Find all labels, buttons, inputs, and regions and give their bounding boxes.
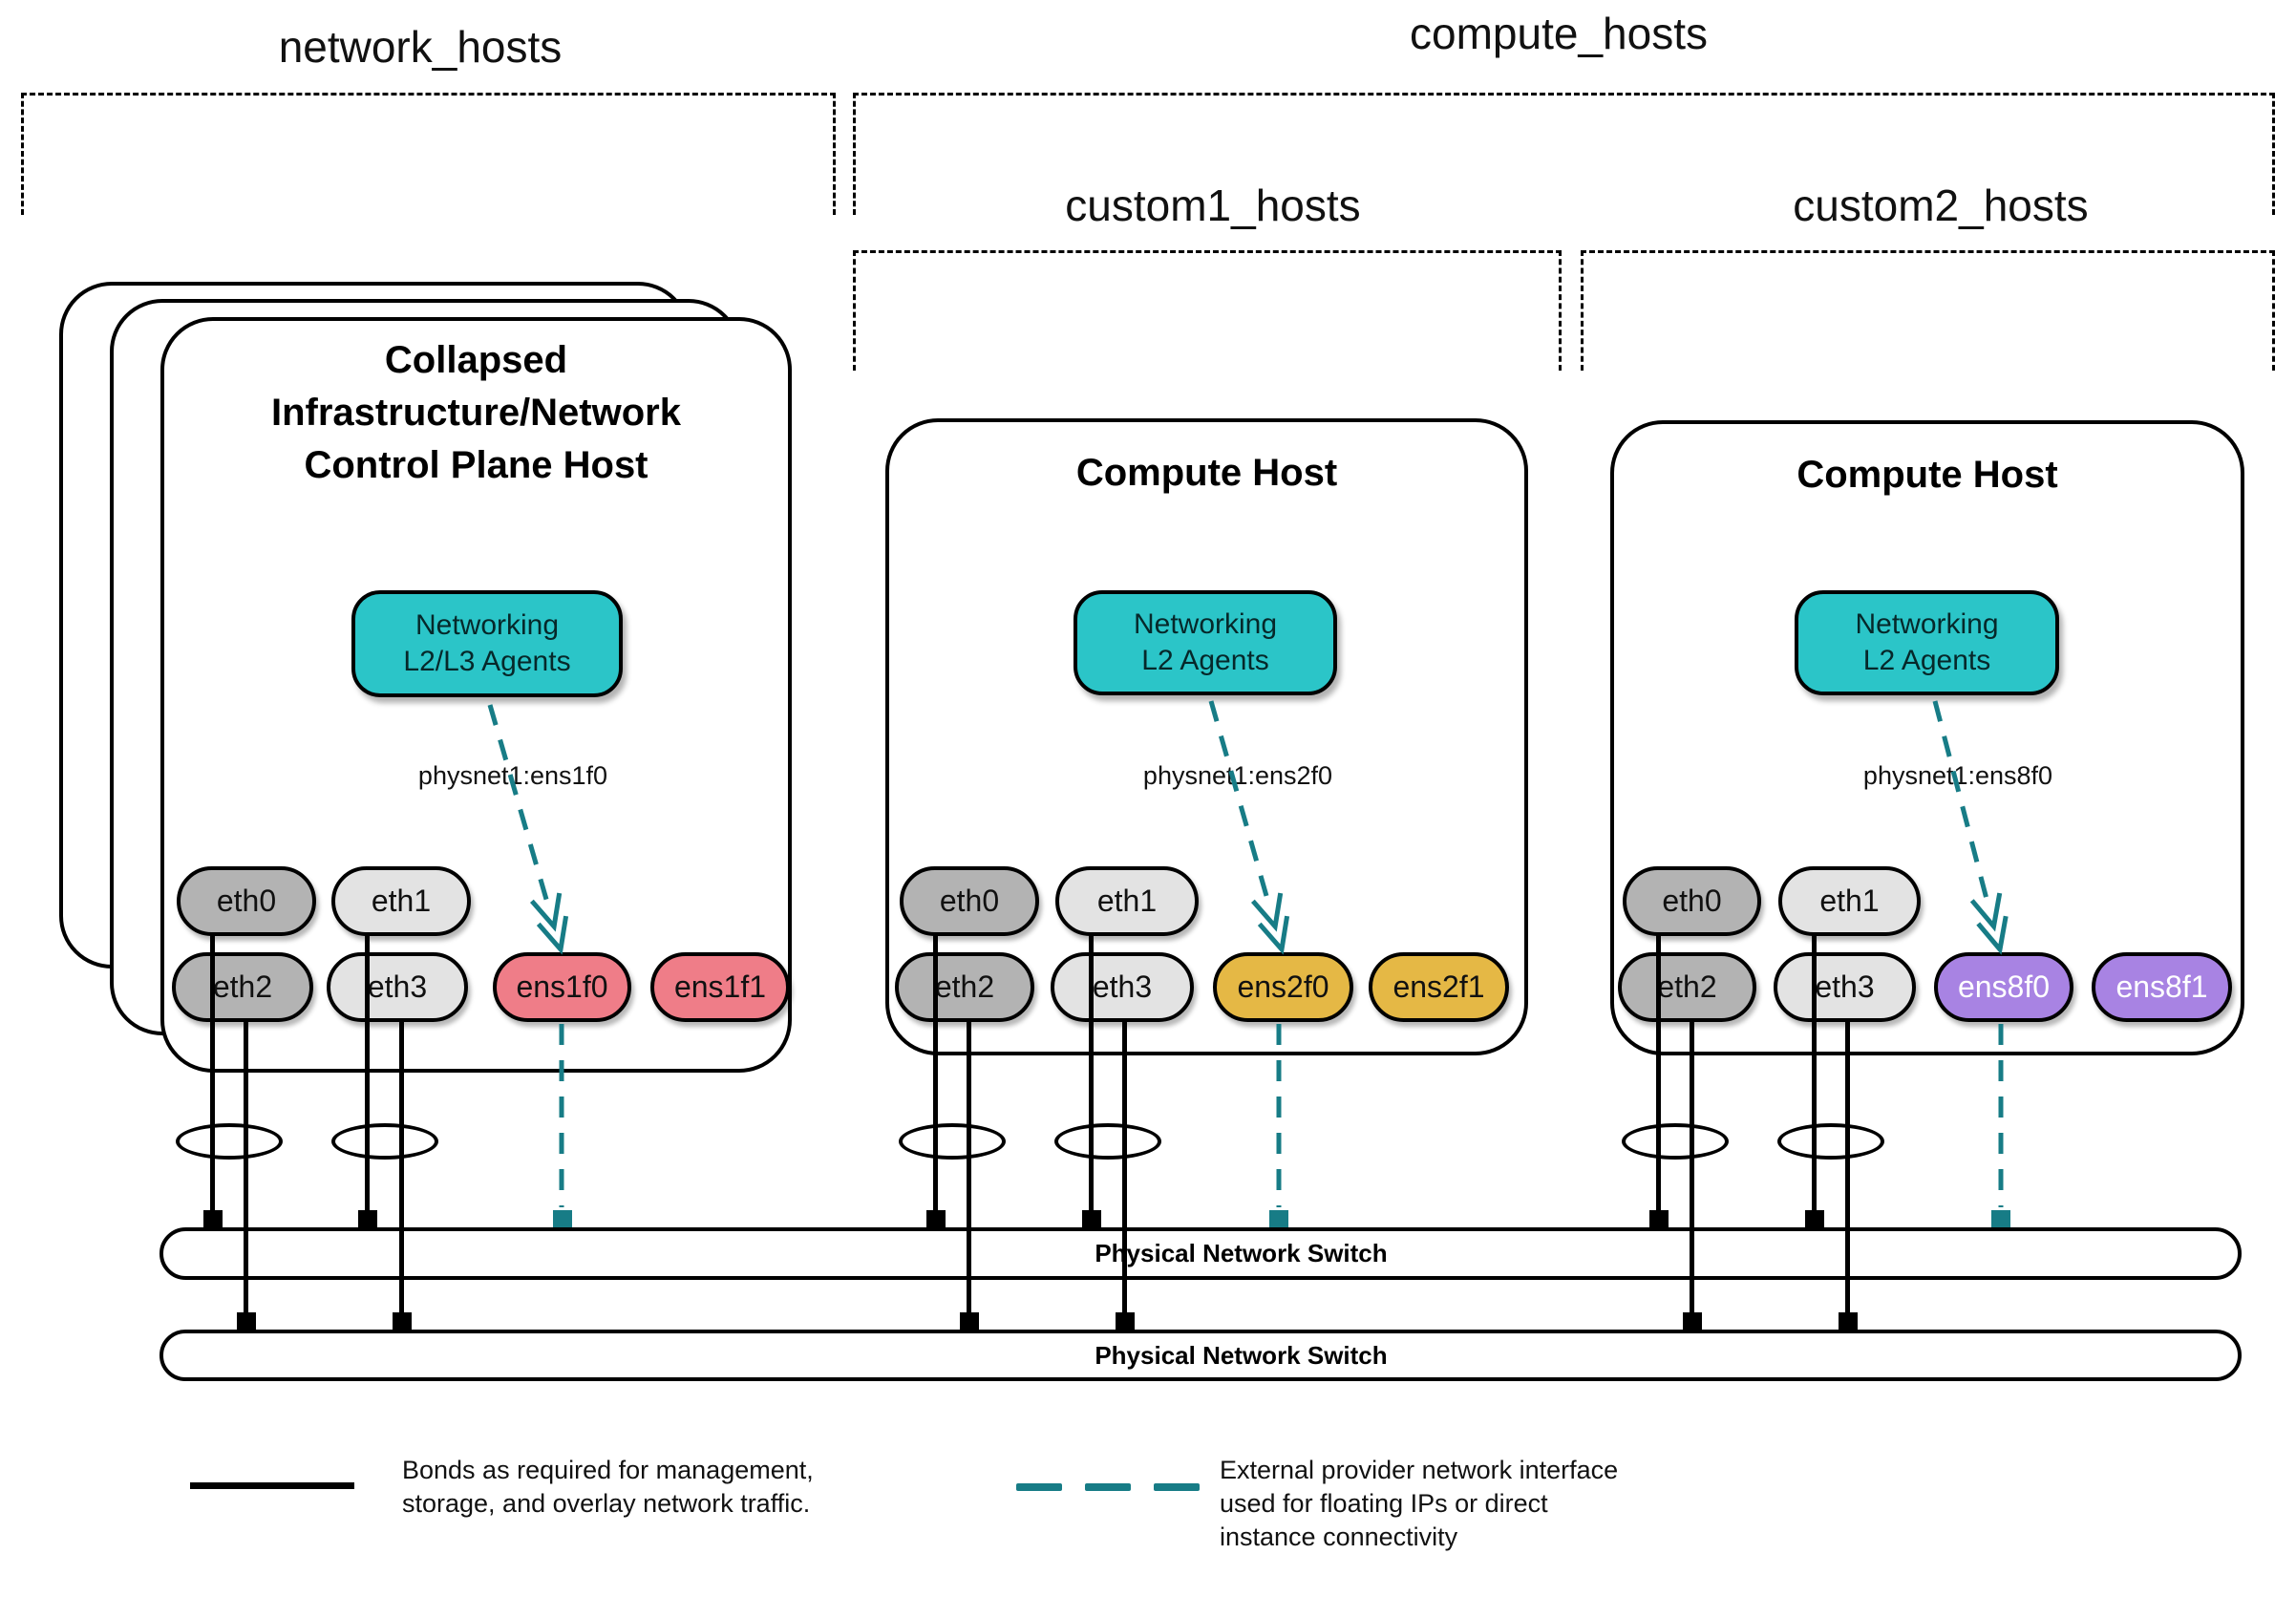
compute1-physnet-label: physnet1:ens2f0 — [1142, 761, 1333, 790]
switch1-port-compute1-eth1 — [1082, 1210, 1101, 1227]
bond-line-control-eth1 — [365, 934, 370, 1227]
bond-line-compute2-eth0 — [1656, 934, 1661, 1227]
bond-line-compute1-eth3 — [1122, 1018, 1127, 1330]
compute1-nic-ens2f0: ens2f0 — [1213, 952, 1353, 1022]
compute2-nic-eth2: eth2 — [1618, 952, 1756, 1022]
compute-host-2-title: Compute Host — [1796, 454, 2058, 496]
switch2-port-control-eth2 — [237, 1312, 256, 1330]
compute-host-2-agents-box: Networking L2 Agents — [1795, 590, 2059, 695]
control-host-title: Collapsed Infrastructure/Network Control… — [180, 334, 773, 492]
compute-host-1-box — [885, 418, 1528, 1055]
bond-line-compute1-eth1 — [1089, 934, 1094, 1227]
legend-provider-text-line3: instance connectivity — [1220, 1522, 1458, 1551]
switch1-port-compute2-eth1 — [1805, 1210, 1824, 1227]
switch1-port-control-eth0 — [203, 1210, 223, 1227]
legend-provider-dash-3 — [1154, 1483, 1200, 1491]
legend-provider-text-line1: External provider network interface — [1220, 1456, 1619, 1484]
bond-ellipse-control-2 — [331, 1123, 438, 1160]
control-physnet-label: physnet1:ens1f0 — [417, 761, 608, 790]
control-nic-eth3: eth3 — [327, 952, 468, 1022]
bond-line-compute2-eth1 — [1812, 934, 1817, 1227]
compute1-agents-line1: Networking — [1133, 608, 1278, 640]
bracket-custom2-hosts — [1581, 250, 2275, 371]
physical-network-switch-2: Physical Network Switch — [159, 1330, 2242, 1381]
control-host-title-line3: Control Plane Host — [304, 444, 648, 486]
bond-ellipse-compute2-1 — [1622, 1123, 1729, 1160]
legend-provider-dash-2 — [1085, 1483, 1131, 1491]
legend-provider-text-line2: used for floating IPs or direct — [1220, 1489, 1548, 1518]
control-agents-line2: L2/L3 Agents — [403, 646, 571, 677]
group-label-compute-hosts: compute_hosts — [1410, 9, 1708, 58]
compute1-nic-eth3: eth3 — [1051, 952, 1194, 1022]
control-host-title-line1: Collapsed — [384, 339, 568, 381]
compute2-nic-ens8f0: ens8f0 — [1934, 952, 2073, 1022]
compute2-agents-line1: Networking — [1855, 608, 1999, 640]
bond-line-compute2-eth3 — [1845, 1018, 1850, 1330]
bracket-custom1-hosts — [853, 250, 1562, 371]
switch2-port-compute1-eth3 — [1116, 1312, 1135, 1330]
bond-line-compute1-eth0 — [933, 934, 938, 1227]
compute1-nic-eth0: eth0 — [900, 866, 1039, 936]
legend-bond-text-line2: storage, and overlay network traffic. — [402, 1489, 811, 1518]
compute2-agents-line2: L2 Agents — [1862, 645, 1991, 676]
switch1-port-ens8f0 — [1991, 1210, 2010, 1227]
compute-host-1-title: Compute Host — [1075, 452, 1338, 494]
bond-ellipse-compute2-2 — [1777, 1123, 1884, 1160]
bracket-compute-hosts — [853, 93, 2275, 215]
control-nic-eth0: eth0 — [177, 866, 316, 936]
switch1-port-ens1f0 — [553, 1210, 572, 1227]
legend-provider-text: External provider network interface used… — [1220, 1454, 1716, 1554]
switch1-port-compute1-eth0 — [926, 1210, 946, 1227]
bond-ellipse-control-1 — [176, 1123, 283, 1160]
compute2-nic-ens8f1: ens8f1 — [2092, 952, 2232, 1022]
switch-2-label: Physical Network Switch — [1095, 1341, 1388, 1370]
bond-line-control-eth2 — [244, 1018, 248, 1330]
switch2-port-control-eth3 — [393, 1312, 412, 1330]
bracket-network-hosts — [21, 93, 836, 215]
bond-line-control-eth3 — [399, 1018, 404, 1330]
physical-network-switch-1: Physical Network Switch — [159, 1227, 2242, 1280]
switch1-port-control-eth1 — [358, 1210, 377, 1227]
switch2-port-compute2-eth2 — [1683, 1312, 1702, 1330]
bond-line-compute1-eth2 — [967, 1018, 971, 1330]
switch1-port-compute2-eth0 — [1649, 1210, 1669, 1227]
legend-provider-dash-1 — [1016, 1483, 1062, 1491]
control-host-agents-box: Networking L2/L3 Agents — [351, 590, 623, 697]
control-nic-eth1: eth1 — [331, 866, 471, 936]
bond-line-control-eth0 — [210, 934, 215, 1227]
group-label-custom2-hosts: custom2_hosts — [1793, 181, 2089, 230]
switch2-port-compute1-eth2 — [960, 1312, 979, 1330]
legend-bond-text-line1: Bonds as required for management, — [402, 1456, 814, 1484]
switch2-port-compute2-eth3 — [1839, 1312, 1858, 1330]
control-agents-line1: Networking — [415, 609, 560, 641]
compute1-agents-line2: L2 Agents — [1141, 645, 1269, 676]
bond-line-compute2-eth2 — [1690, 1018, 1694, 1330]
control-host-title-line2: Infrastructure/Network — [271, 392, 681, 434]
compute1-nic-eth2: eth2 — [895, 952, 1034, 1022]
control-nic-ens1f1: ens1f1 — [650, 952, 790, 1022]
bond-ellipse-compute1-2 — [1054, 1123, 1161, 1160]
compute1-nic-ens2f1: ens2f1 — [1369, 952, 1509, 1022]
compute1-nic-eth1: eth1 — [1055, 866, 1199, 936]
group-label-network-hosts: network_hosts — [278, 22, 563, 72]
switch-1-label: Physical Network Switch — [1095, 1239, 1388, 1267]
group-label-custom1-hosts: custom1_hosts — [1065, 181, 1361, 230]
compute-host-1-agents-box: Networking L2 Agents — [1074, 590, 1337, 695]
compute-host-2-box — [1610, 420, 2244, 1055]
compute2-nic-eth1: eth1 — [1778, 866, 1921, 936]
legend-bond-line-sample — [190, 1482, 354, 1489]
compute2-nic-eth3: eth3 — [1774, 952, 1916, 1022]
legend-bond-text: Bonds as required for management, storag… — [402, 1454, 899, 1521]
switch1-port-ens2f0 — [1269, 1210, 1288, 1227]
control-nic-eth2: eth2 — [172, 952, 313, 1022]
compute2-nic-eth0: eth0 — [1623, 866, 1761, 936]
bond-ellipse-compute1-1 — [899, 1123, 1006, 1160]
compute2-physnet-label: physnet1:ens8f0 — [1862, 761, 2053, 790]
control-nic-ens1f0: ens1f0 — [493, 952, 631, 1022]
